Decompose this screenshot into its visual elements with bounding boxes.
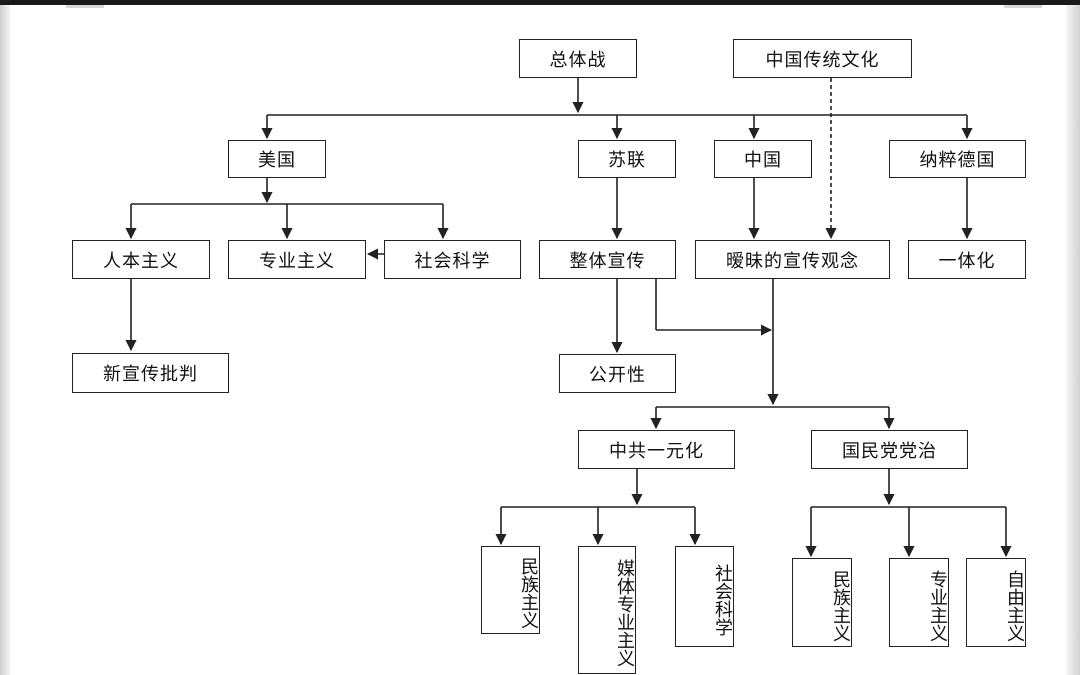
node-ussr: 苏联 <box>578 140 676 178</box>
left-page-shadow <box>0 5 10 675</box>
node-social-science: 社会科学 <box>384 240 521 279</box>
node-kmt-liberalism: 自由主义 <box>966 558 1026 647</box>
node-total-war: 总体战 <box>519 39 637 78</box>
node-chinese-tradition: 中国传统文化 <box>733 39 912 78</box>
top-scroll-marker <box>66 5 104 8</box>
node-humanism: 人本主义 <box>72 240 210 279</box>
node-ccp-media-professionalism: 媒体专业主义 <box>578 546 636 674</box>
node-usa: 美国 <box>228 140 326 178</box>
node-nazi-germany: 纳粹德国 <box>889 140 1026 178</box>
node-integration: 一体化 <box>908 240 1026 279</box>
node-kmt-rule: 国民党党治 <box>811 430 968 469</box>
node-kmt-professionalism: 专业主义 <box>889 558 949 647</box>
node-openness: 公开性 <box>559 354 676 393</box>
node-ambiguous-concept: 暧昧的宣传观念 <box>695 240 890 279</box>
window-top-bar <box>0 0 1080 5</box>
node-new-propaganda-critique: 新宣传批判 <box>72 353 229 393</box>
node-kmt-nationalism: 民族主义 <box>792 558 852 647</box>
node-china: 中国 <box>714 140 812 178</box>
node-holistic-propaganda: 整体宣传 <box>539 240 676 279</box>
node-ccp-social-science: 社会科学 <box>675 546 734 647</box>
node-ccp-nationalism: 民族主义 <box>481 546 540 634</box>
node-ccp-unification: 中共一元化 <box>578 430 735 469</box>
node-professionalism: 专业主义 <box>228 240 366 279</box>
top-scroll-marker <box>1004 5 1042 8</box>
right-page-shadow <box>1066 5 1080 675</box>
